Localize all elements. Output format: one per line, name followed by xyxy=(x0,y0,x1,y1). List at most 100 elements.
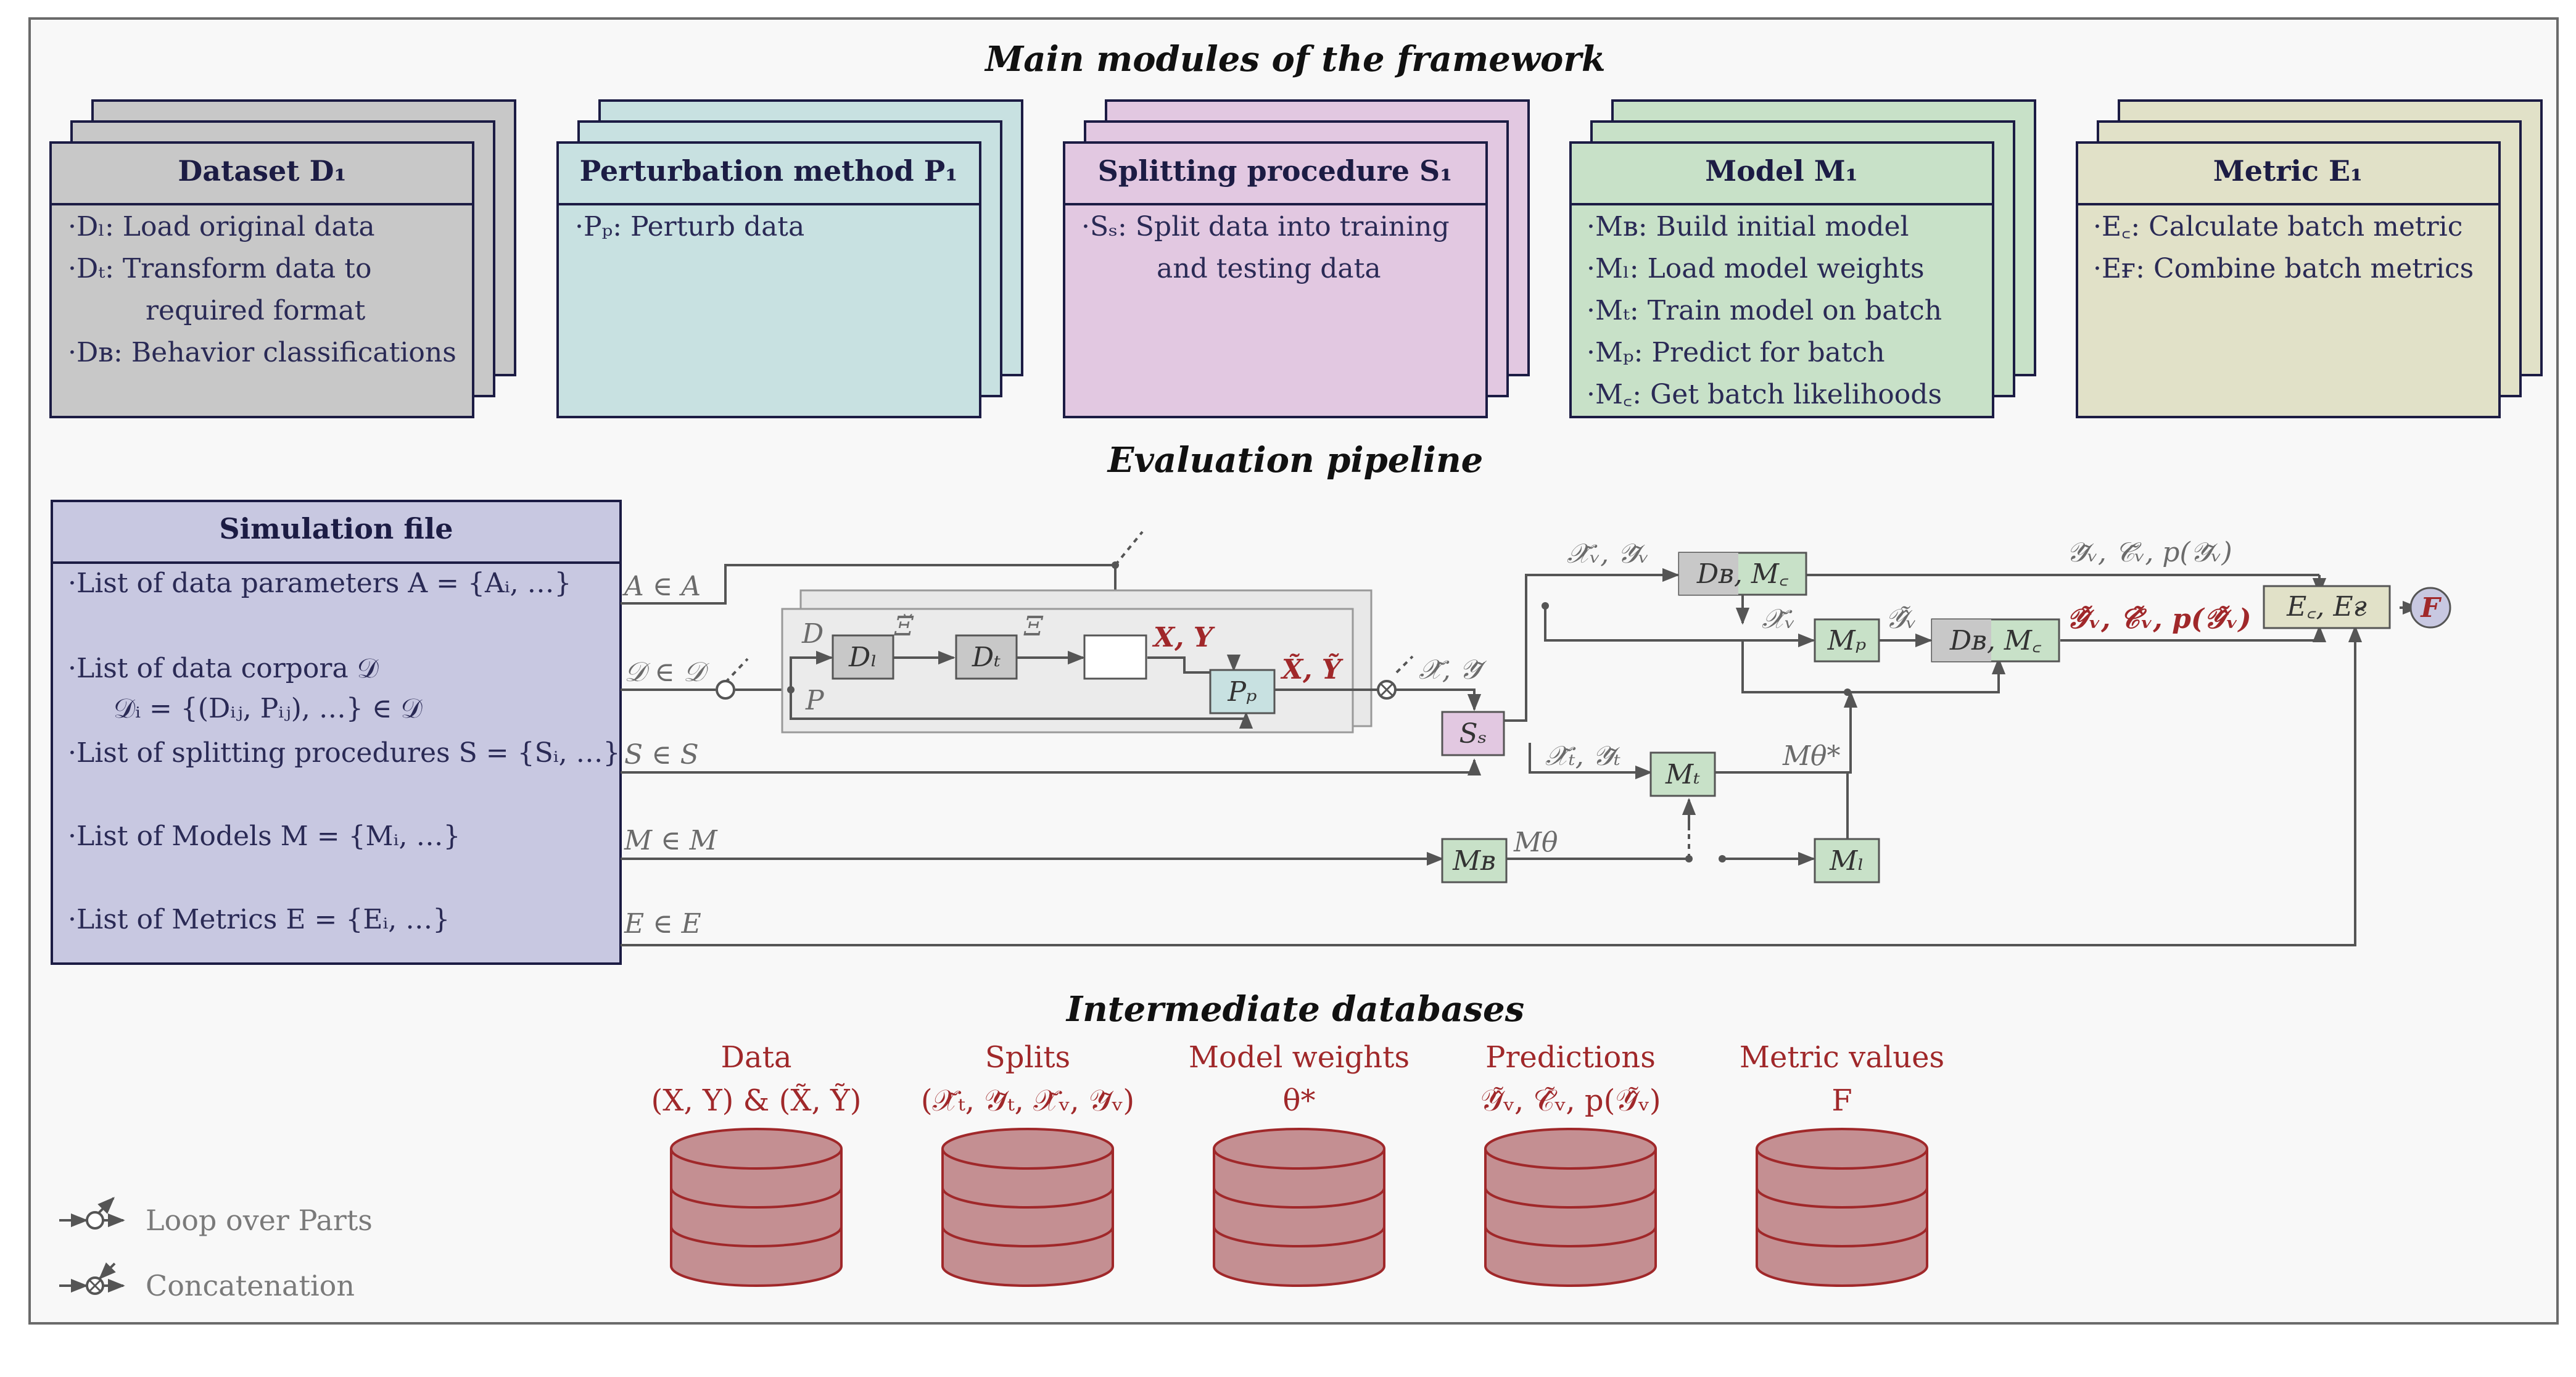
module-metric-item: ·E꜀: Calculate batch metric xyxy=(2093,211,2462,242)
node-ml xyxy=(1814,838,1880,883)
node-mb-label: Mʙ xyxy=(1452,845,1496,877)
edge-label-m-theta-star: Mθ* xyxy=(1782,740,1841,772)
database-data: Data (X, Y) & (X̃, Ỹ) xyxy=(651,1040,862,1287)
simulation-item: ·List of data corpora 𝒟 xyxy=(68,653,379,684)
database-data-name: Data xyxy=(720,1040,791,1075)
node-mt xyxy=(1649,751,1716,797)
concat-cross-icon xyxy=(1379,682,1394,697)
module-model-item: ·Mₚ: Predict for batch xyxy=(1587,337,1885,368)
simulation-item: ·List of splitting procedures S = {Sᵢ, …… xyxy=(68,737,621,769)
node-ec-ef-label: E꜀, Eғ xyxy=(2286,591,2367,622)
database-metric-values-content: F xyxy=(1831,1083,1852,1118)
module-splitting-item: and testing data xyxy=(1157,253,1381,284)
edge-label-pred-out: 𝒴̂̃ᵥ, 𝒞̂̃ᵥ, p(𝒴̂̃ᵥ) xyxy=(2066,603,2252,635)
node-db-mc-mid-label: Dʙ, M꜀ xyxy=(1949,625,2042,656)
database-model-weights-name: Model weights xyxy=(1189,1040,1410,1075)
simulation-item: ·List of Metrics E = {Eᵢ, …} xyxy=(68,904,450,935)
module-model-item: ·Mʙ: Build initial model xyxy=(1587,211,1909,242)
database-model-weights-content: θ* xyxy=(1283,1083,1316,1118)
database-splits-name: Splits xyxy=(985,1040,1070,1075)
module-dataset-item: ·Dₗ: Load original data xyxy=(68,211,375,242)
database-data-content: (X, Y) & (X̃, Ỹ) xyxy=(651,1082,862,1118)
module-dataset-item: ·Dₜ: Transform data to xyxy=(68,253,371,284)
module-splitting-title: Splitting procedure S₁ xyxy=(1098,154,1453,188)
edge-label-xy-tilde: X̃, Ỹ xyxy=(1280,653,1344,685)
module-metric-item: ·Eғ: Combine batch metrics xyxy=(2093,253,2474,284)
edge-label-xi-breve: Ξ̆ xyxy=(894,611,914,642)
node-empty xyxy=(1083,634,1147,680)
loop-circle-icon xyxy=(716,680,735,700)
database-cylinder-icon xyxy=(1213,1128,1385,1287)
simulation-file-title: Simulation file xyxy=(219,512,453,545)
database-splits: Splits (𝒳̃ₜ, 𝒴̃ₜ, 𝒳̃ᵥ, 𝒴̃ᵥ) xyxy=(921,1040,1134,1287)
node-pp xyxy=(1209,669,1276,714)
database-predictions: Predictions 𝒴̂̃ᵥ, 𝒞̂̃ᵥ, p(𝒴̂̃ᵥ) xyxy=(1480,1040,1661,1287)
edge-label-xv: 𝒳̃ᵥ xyxy=(1762,603,1795,635)
module-perturbation-title: Perturbation method P₁ xyxy=(580,154,958,188)
database-predictions-content: 𝒴̂̃ᵥ, 𝒞̂̃ᵥ, p(𝒴̂̃ᵥ) xyxy=(1480,1083,1661,1118)
concat-legend-icon xyxy=(59,1262,125,1295)
node-ec-ef xyxy=(2263,585,2391,629)
database-cylinder-icon xyxy=(1484,1128,1657,1287)
node-f-label: F xyxy=(2419,592,2442,624)
edge-label-d-in: D xyxy=(801,618,824,650)
edge-label-val-xy: 𝒳̃ᵥ, 𝒴̃ᵥ xyxy=(1567,538,1649,569)
simulation-file: Simulation file ·List of data parameters… xyxy=(51,500,622,965)
module-splitting-item: ·Sₛ: Split data into training xyxy=(1081,211,1450,242)
loop-legend-icon xyxy=(59,1197,125,1230)
edge-label-m-theta: Mθ xyxy=(1513,827,1558,858)
edge-label-xy: X, Y xyxy=(1152,622,1215,653)
database-metric-values-name: Metric values xyxy=(1740,1040,1944,1075)
edge-label-d: 𝒟 ∈ 𝒟 xyxy=(624,656,710,688)
module-perturbation: Perturbation method P₁ ·Pₚ: Perturb data xyxy=(556,99,1023,418)
legend: Loop over Parts Concatenation xyxy=(59,1197,373,1302)
edge-label-m: M ∈ M xyxy=(624,825,718,856)
simulation-item: ·List of data parameters A = {Aᵢ, …} xyxy=(68,568,572,599)
edge-label-e: E ∈ E xyxy=(624,908,701,940)
node-mp-label: Mₚ xyxy=(1827,625,1867,656)
module-model-item: ·M꜀: Get batch likelihoods xyxy=(1587,379,1942,410)
node-mp xyxy=(1814,618,1880,663)
database-metric-values: Metric values F xyxy=(1740,1040,1944,1287)
edge-label-s: S ∈ S xyxy=(624,739,699,771)
database-predictions-name: Predictions xyxy=(1485,1040,1656,1075)
module-metric-title: Metric E₁ xyxy=(2213,154,2363,188)
module-splitting: Splitting procedure S₁ ·Sₛ: Split data i… xyxy=(1063,99,1530,418)
module-perturbation-item: ·Pₚ: Perturb data xyxy=(575,211,804,242)
node-ml-label: Mₗ xyxy=(1829,845,1864,877)
legend-concat-label: Concatenation xyxy=(146,1269,355,1302)
edge-label-p-in: P xyxy=(805,685,825,716)
node-f xyxy=(2409,587,2451,629)
edge-label-top-out: 𝒴̃ᵥ, 𝒞̃ᵥ, p(𝒴̃ᵥ) xyxy=(2066,537,2232,568)
module-model-item: ·Mₜ: Train model on batch xyxy=(1587,295,1942,326)
module-metric: Metric E₁ ·E꜀: Calculate batch metric ·E… xyxy=(2076,99,2543,418)
title-main-modules: Main modules of the framework xyxy=(984,39,1605,80)
node-ss-label: Sₛ xyxy=(1459,718,1487,750)
node-mt-label: Mₜ xyxy=(1665,759,1700,790)
database-model-weights: Model weights θ* xyxy=(1189,1040,1410,1287)
simulation-item: ·List of Models M = {Mᵢ, …} xyxy=(68,821,460,852)
database-cylinder-icon xyxy=(670,1128,843,1287)
node-dt-label: Dₜ xyxy=(972,642,1001,673)
module-model-title: Model M₁ xyxy=(1705,154,1858,188)
database-splits-content: (𝒳̃ₜ, 𝒴̃ₜ, 𝒳̃ᵥ, 𝒴̃ᵥ) xyxy=(921,1083,1134,1118)
edge-label-train-xy: 𝒳̃ₜ, 𝒴̃ₜ xyxy=(1545,740,1620,772)
title-intermediate-databases: Intermediate databases xyxy=(1065,989,1524,1030)
module-dataset-title: Dataset D₁ xyxy=(178,154,346,188)
module-dataset-item: required format xyxy=(146,295,366,326)
node-dl xyxy=(832,634,894,680)
module-dataset-item: ·Dʙ: Behavior classifications xyxy=(68,337,456,368)
module-model: Model M₁ ·Mʙ: Build initial model ·Mₗ: L… xyxy=(1569,99,2036,418)
edge-label-a: A ∈ A xyxy=(622,571,701,602)
database-cylinder-icon xyxy=(1756,1128,1928,1287)
node-ss xyxy=(1441,711,1505,756)
node-db-mc-top-label: Dʙ, M꜀ xyxy=(1696,558,1789,590)
edge-label-xi: Ξ xyxy=(1023,611,1044,642)
module-model-item: ·Mₗ: Load model weights xyxy=(1587,253,1925,284)
node-dl-label: Dₗ xyxy=(848,642,877,673)
edge-label-cal-xy: 𝒳̃, 𝒴̃ xyxy=(1419,654,1487,685)
node-mb xyxy=(1441,838,1508,883)
legend-loop-label: Loop over Parts xyxy=(146,1204,373,1237)
title-evaluation-pipeline: Evaluation pipeline xyxy=(1107,440,1484,481)
